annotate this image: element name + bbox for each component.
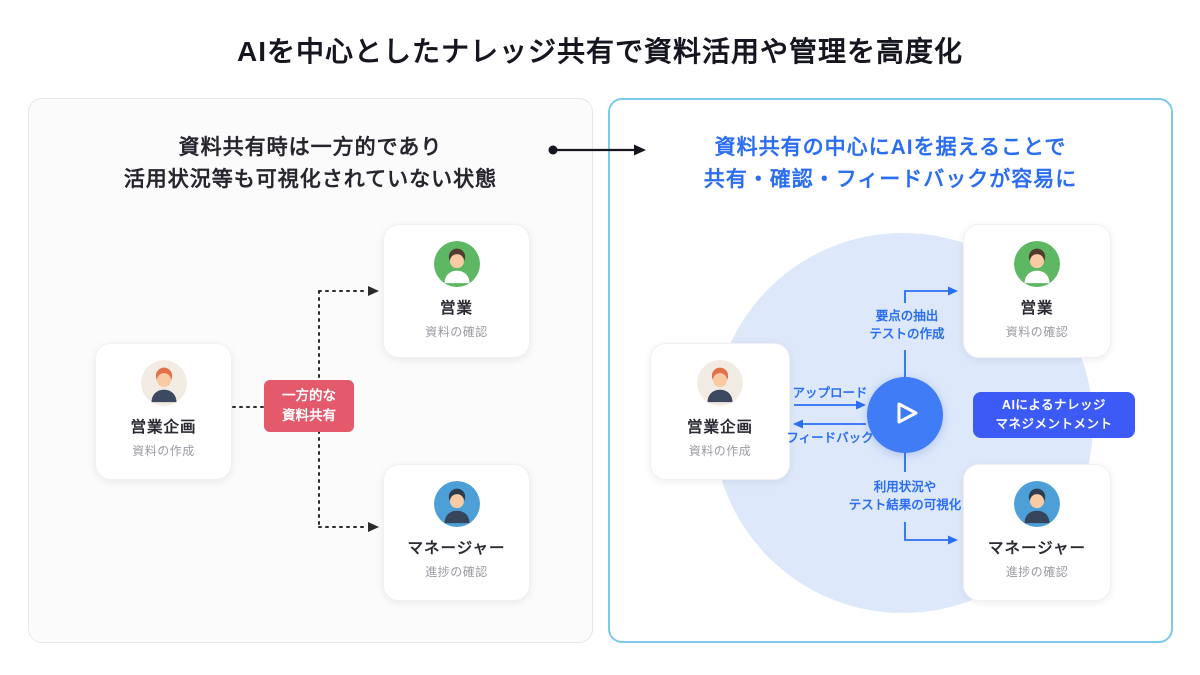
ai-center-node: [867, 377, 943, 453]
before-manager-card: マネージャー 進捗の確認: [383, 464, 530, 601]
before-title-line2: 活用状況等も可視化されていない状態: [123, 167, 498, 191]
sales-avatar-icon: [1014, 241, 1060, 287]
before-manager-label: マネージャー: [407, 540, 506, 557]
page-title: AIを中心としたナレッジ共有で資料活用や管理を高度化: [236, 36, 963, 67]
after-sales-sublabel: 資料の確認: [1005, 325, 1069, 339]
after-manager-label: マネージャー: [988, 540, 1086, 557]
one-way-badge-line2: 資料共有: [282, 408, 336, 423]
after-sales-planning-label: 営業企画: [686, 419, 753, 436]
ai-badge-line1: AIによるナレッジ: [1001, 398, 1107, 413]
sales-avatar-icon: [433, 241, 480, 287]
before-title-line1: 資料共有時は一方的であり: [178, 136, 443, 159]
after-title-line1: 資料共有の中心にAIを据えることで: [714, 136, 1067, 159]
sales-planning-avatar-icon: [140, 360, 187, 406]
sales-planning-avatar-icon: [697, 360, 743, 406]
manager-avatar-icon: [433, 481, 480, 527]
ai-badge-line2: マネジメントメント: [995, 417, 1113, 431]
before-sales-planning-card: 営業企画 資料の作成: [95, 343, 232, 480]
before-sales-card: 営業 資料の確認: [383, 224, 530, 358]
one-way-badge-line1: 一方的な: [282, 388, 336, 404]
before-panel-title: 資料共有時は一方的であり 活用状況等も可視化されていない状態: [28, 132, 593, 195]
before-sales-planning-label: 営業企画: [130, 419, 197, 436]
to-sales-flow-label: 要点の抽出 テストの作成: [837, 307, 977, 343]
manager-avatar-icon: [1014, 481, 1060, 527]
to-manager-flow-line1: 利用状況や: [873, 480, 937, 494]
after-sales-planning-sublabel: 資料の作成: [688, 444, 752, 458]
after-sales-label: 営業: [1020, 300, 1054, 317]
feedback-label: フィードバック: [786, 431, 874, 445]
before-sales-planning-sublabel: 資料の作成: [132, 444, 195, 458]
before-sales-label: 営業: [439, 300, 473, 317]
one-way-sharing-badge: 一方的な 資料共有: [264, 380, 354, 432]
to-sales-flow-line1: 要点の抽出: [875, 309, 939, 323]
to-sales-flow-line2: テストの作成: [869, 327, 945, 342]
after-panel-title: 資料共有の中心にAIを据えることで 共有・確認・フィードバックが容易に: [608, 132, 1173, 195]
after-manager-card: マネージャー 進捗の確認: [963, 464, 1111, 601]
to-manager-flow-line2: テスト結果の可視化: [848, 498, 962, 513]
before-sales-sublabel: 資料の確認: [425, 325, 488, 339]
ai-knowledge-badge: AIによるナレッジ マネジメントメント: [973, 392, 1135, 438]
after-manager-sublabel: 進捗の確認: [1005, 565, 1069, 579]
upload-label: アップロード: [792, 386, 868, 400]
before-manager-sublabel: 進捗の確認: [425, 565, 488, 579]
after-sales-planning-card: 営業企画 資料の作成: [650, 343, 790, 480]
after-sales-card: 営業 資料の確認: [963, 224, 1111, 358]
after-title-line2: 共有・確認・フィードバックが容易に: [703, 167, 1078, 191]
ai-send-icon: [885, 393, 925, 438]
to-manager-flow-label: 利用状況や テスト結果の可視化: [825, 478, 985, 514]
